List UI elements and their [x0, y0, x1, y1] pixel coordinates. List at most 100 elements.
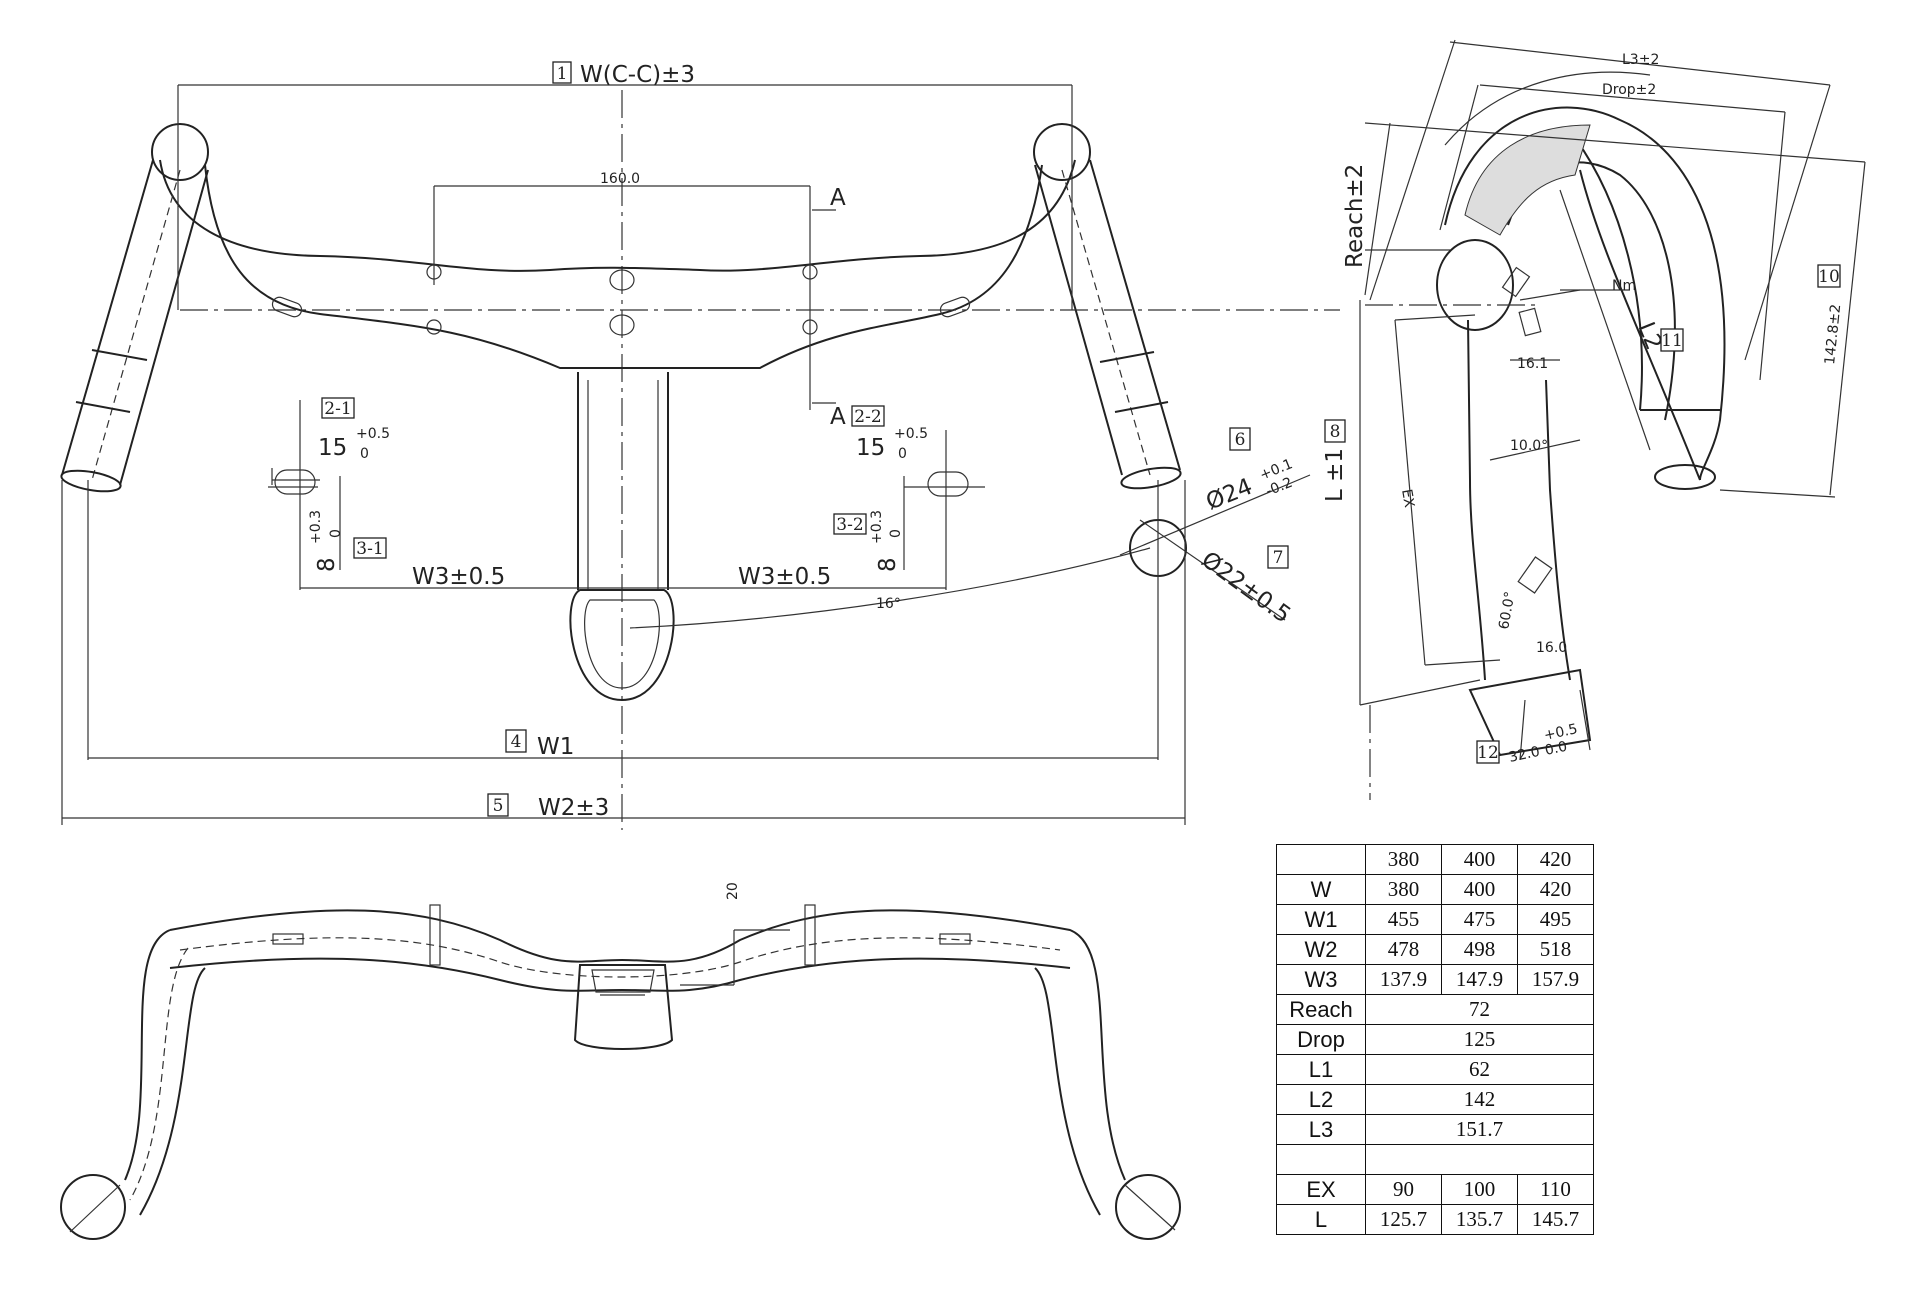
table-row: L3 151.7 — [1276, 1114, 1594, 1145]
row-label: L2 — [1276, 1084, 1366, 1115]
table-cell: 518 — [1517, 934, 1594, 965]
slot-8-right-tol-up: +0.3 — [869, 510, 885, 544]
table-cell: 125.7 — [1365, 1204, 1442, 1235]
front-view — [60, 84, 1340, 830]
table-cell: 400 — [1441, 844, 1518, 875]
callout-2-2: 2-2 — [854, 407, 881, 427]
slot-15-right-tol-up: +0.5 — [894, 426, 928, 442]
row-label: W2 — [1276, 934, 1366, 965]
dim-20: 20 — [725, 882, 741, 900]
table-cell: 478 — [1365, 934, 1442, 965]
callout-8: 8 — [1330, 422, 1341, 442]
table-cell: 142 — [1365, 1084, 1594, 1115]
dim-32: 32.0 — [1508, 744, 1542, 766]
table-row: Reach 72 — [1276, 994, 1594, 1025]
side-view-labels: L3±2 Drop±2 Reach±2 Nm L2 11 10 142.8±2 … — [1322, 52, 1844, 766]
callout-1: 1 — [557, 64, 568, 84]
dim-reach: Reach±2 — [1342, 164, 1368, 268]
table-cell: 145.7 — [1517, 1204, 1594, 1235]
dim-w-cc: W(C-C)±3 — [580, 62, 695, 88]
angle-60: 60.0° — [1496, 590, 1518, 630]
slot-8-left-tol-dn: 0 — [328, 529, 344, 538]
slot-15-left: 15 — [318, 435, 347, 461]
dim-l3: L3±2 — [1622, 52, 1659, 68]
table-cell: 495 — [1517, 904, 1594, 935]
table-cell: 380 — [1365, 874, 1442, 905]
dim-16-1: 16.1 — [1517, 356, 1548, 372]
table-cell: 151.7 — [1365, 1114, 1594, 1145]
table-row: L 125.7 135.7 145.7 — [1276, 1204, 1594, 1235]
callout-4: 4 — [511, 732, 522, 752]
table-cell — [1365, 1144, 1594, 1175]
callout-11: 11 — [1661, 331, 1683, 351]
callout-2-1: 2-1 — [324, 399, 351, 419]
table-cell: 135.7 — [1441, 1204, 1518, 1235]
row-label: Drop — [1276, 1024, 1366, 1055]
row-label: W1 — [1276, 904, 1366, 935]
side-view — [1359, 39, 1866, 800]
section-a-bottom: A — [830, 404, 846, 430]
table-cell: 62 — [1365, 1054, 1594, 1085]
slot-15-left-tol-dn: 0 — [360, 446, 369, 462]
callout-7: 7 — [1273, 548, 1284, 568]
section-a-top: A — [830, 185, 846, 211]
slot-8-left-tol-up: +0.3 — [308, 510, 324, 544]
table-row — [1276, 1144, 1594, 1175]
dim-l-1: L ±1 — [1322, 448, 1348, 502]
angle-10: 10.0° — [1510, 438, 1548, 454]
table-row: W 380 400 420 — [1276, 874, 1594, 905]
dim-drop: Drop±2 — [1602, 82, 1656, 98]
table-cell — [1276, 844, 1366, 875]
table-cell: 90 — [1365, 1174, 1442, 1205]
row-label: EX — [1276, 1174, 1366, 1205]
mount-holes — [271, 264, 971, 336]
table-cell: 498 — [1441, 934, 1518, 965]
slot-8-right: 8 — [875, 557, 901, 572]
row-label — [1276, 1144, 1366, 1175]
callout-12: 12 — [1477, 743, 1499, 763]
table-cell: 420 — [1517, 844, 1594, 875]
row-label: L — [1276, 1204, 1366, 1235]
callout-10: 10 — [1818, 267, 1840, 287]
table-row: EX 90 100 110 — [1276, 1174, 1594, 1205]
table-header-row: 380 400 420 — [1276, 844, 1594, 875]
table-cell: 157.9 — [1517, 964, 1594, 995]
slot-8-left: 8 — [314, 557, 340, 572]
table-cell: 455 — [1365, 904, 1442, 935]
dim-w3-left: W3±0.5 — [412, 564, 505, 590]
dim-w1: W1 — [537, 734, 574, 760]
callout-6: 6 — [1235, 430, 1246, 450]
table-cell: 147.9 — [1441, 964, 1518, 995]
dim-32-tol-dn: 0.0 — [1544, 739, 1569, 759]
table-row: W2 478 498 518 — [1276, 934, 1594, 965]
torque-nm: Nm — [1612, 278, 1636, 294]
slot-15-right-tol-dn: 0 — [898, 446, 907, 462]
callout-3-1: 3-1 — [356, 539, 383, 559]
table-cell: 72 — [1365, 994, 1594, 1025]
table-cell: 400 — [1441, 874, 1518, 905]
dim-32-tol-up: +0.5 — [1543, 721, 1580, 744]
row-label: L1 — [1276, 1054, 1366, 1085]
table-row: Drop 125 — [1276, 1024, 1594, 1055]
slot-8-right-tol-dn: 0 — [888, 529, 904, 538]
dim-w2: W2±3 — [538, 795, 609, 821]
row-label: W — [1276, 874, 1366, 905]
row-label: L3 — [1276, 1114, 1366, 1145]
table-row: L2 142 — [1276, 1084, 1594, 1115]
table-row: W3 137.9 147.9 157.9 — [1276, 964, 1594, 995]
slot-15-right: 15 — [856, 435, 885, 461]
table-cell: 125 — [1365, 1024, 1594, 1055]
row-label: W3 — [1276, 964, 1366, 995]
slot-15-left-tol-up: +0.5 — [356, 426, 390, 442]
row-label: Reach — [1276, 994, 1366, 1025]
table-cell: 137.9 — [1365, 964, 1442, 995]
dim-160: 160.0 — [600, 171, 640, 187]
dim-16-0: 16.0 — [1536, 640, 1567, 656]
angle-16: 16° — [876, 596, 901, 612]
dim-142-8: 142.8±2 — [1822, 303, 1844, 365]
dim-w3-right: W3±0.5 — [738, 564, 831, 590]
callout-5: 5 — [493, 796, 504, 816]
table-cell: 110 — [1517, 1174, 1594, 1205]
table-cell: 100 — [1441, 1174, 1518, 1205]
